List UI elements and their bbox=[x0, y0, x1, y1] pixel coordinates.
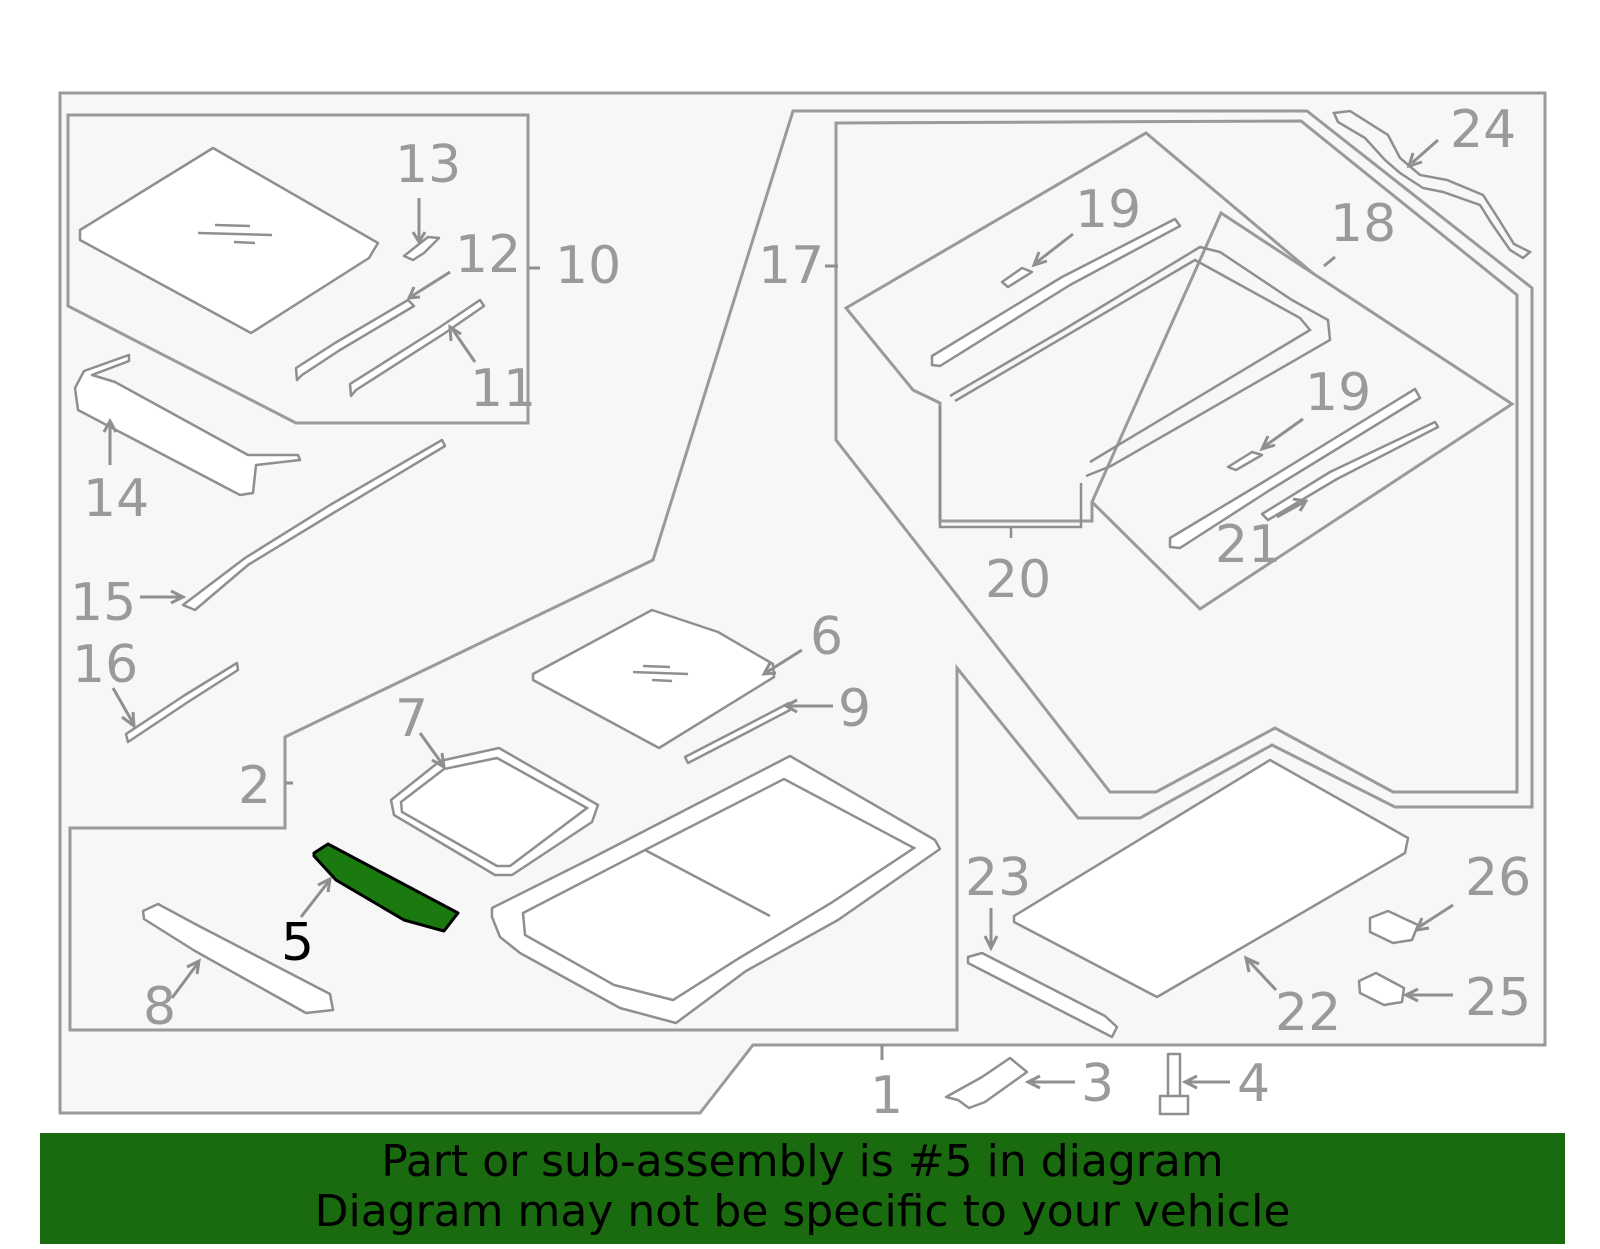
label-4: 4 bbox=[1237, 1054, 1270, 1114]
part-13-clip bbox=[402, 235, 441, 262]
label-1: 1 bbox=[870, 1066, 903, 1126]
part-12-rail bbox=[294, 298, 416, 382]
part-5-highlighted bbox=[312, 842, 460, 933]
label-16: 16 bbox=[72, 635, 138, 695]
label-17: 17 bbox=[758, 236, 824, 296]
label-26: 26 bbox=[1465, 848, 1531, 908]
glass-6-logo-mark bbox=[632, 664, 689, 683]
part-26-clip bbox=[1368, 909, 1420, 945]
part-16-strip bbox=[124, 661, 240, 744]
label-22: 22 bbox=[1275, 983, 1341, 1043]
label-21: 21 bbox=[1215, 515, 1281, 575]
part-24-cable bbox=[1332, 109, 1533, 260]
part-2-frame-inner bbox=[521, 777, 917, 1002]
part-15-strip bbox=[181, 438, 447, 612]
part-8-rail bbox=[141, 902, 335, 1015]
label-12: 12 bbox=[455, 225, 521, 285]
banner-line-1: Part or sub-assembly is #5 in diagram bbox=[381, 1136, 1224, 1187]
leader-lines bbox=[102, 138, 1454, 1090]
part-19a-rail bbox=[930, 217, 1182, 368]
part-7-seal-inner bbox=[399, 756, 590, 868]
part-22-shade bbox=[1012, 758, 1410, 999]
part-19b-rail bbox=[1168, 387, 1422, 550]
part-19a-clip bbox=[1000, 266, 1034, 289]
group-21-frame bbox=[1090, 210, 1515, 611]
glass-logo-mark bbox=[197, 223, 273, 245]
label-3: 3 bbox=[1081, 1054, 1114, 1114]
part-2-frame bbox=[490, 754, 942, 1025]
label-6: 6 bbox=[810, 607, 843, 667]
label-18: 18 bbox=[1330, 194, 1396, 254]
label-9: 9 bbox=[838, 679, 871, 739]
label-14: 14 bbox=[83, 469, 149, 529]
label-19-right: 19 bbox=[1305, 363, 1371, 423]
part-23-strip bbox=[966, 951, 1119, 1039]
part-4-bolt bbox=[1158, 1052, 1190, 1116]
part-7-seal bbox=[389, 746, 600, 877]
part-3-bracket bbox=[944, 1056, 1029, 1110]
bracket-20 bbox=[938, 406, 1083, 538]
label-5: 5 bbox=[281, 913, 314, 973]
label-11: 11 bbox=[470, 359, 536, 419]
part-19b-clip bbox=[1226, 450, 1264, 472]
part-11-rail bbox=[348, 298, 486, 398]
part-9-strip bbox=[683, 701, 792, 765]
label-23: 23 bbox=[965, 848, 1031, 908]
part-20-frame-loop bbox=[949, 245, 1332, 478]
label-19-top: 19 bbox=[1075, 180, 1141, 240]
part-glass-panel-top bbox=[78, 146, 380, 335]
info-banner: Part or sub-assembly is #5 in diagram Di… bbox=[40, 1133, 1565, 1244]
label-10: 10 bbox=[555, 236, 621, 296]
label-7: 7 bbox=[395, 689, 428, 749]
label-15: 15 bbox=[70, 573, 136, 633]
part-21-rail bbox=[1260, 420, 1440, 522]
label-13: 13 bbox=[395, 135, 461, 195]
label-20: 20 bbox=[985, 550, 1051, 610]
label-2: 2 bbox=[238, 756, 271, 816]
label-8: 8 bbox=[143, 977, 176, 1037]
part-14-deflector bbox=[73, 353, 302, 497]
label-24: 24 bbox=[1450, 100, 1516, 160]
label-25: 25 bbox=[1465, 968, 1531, 1028]
banner-line-2: Diagram may not be specific to your vehi… bbox=[314, 1186, 1291, 1237]
part-25-clip bbox=[1357, 971, 1406, 1007]
